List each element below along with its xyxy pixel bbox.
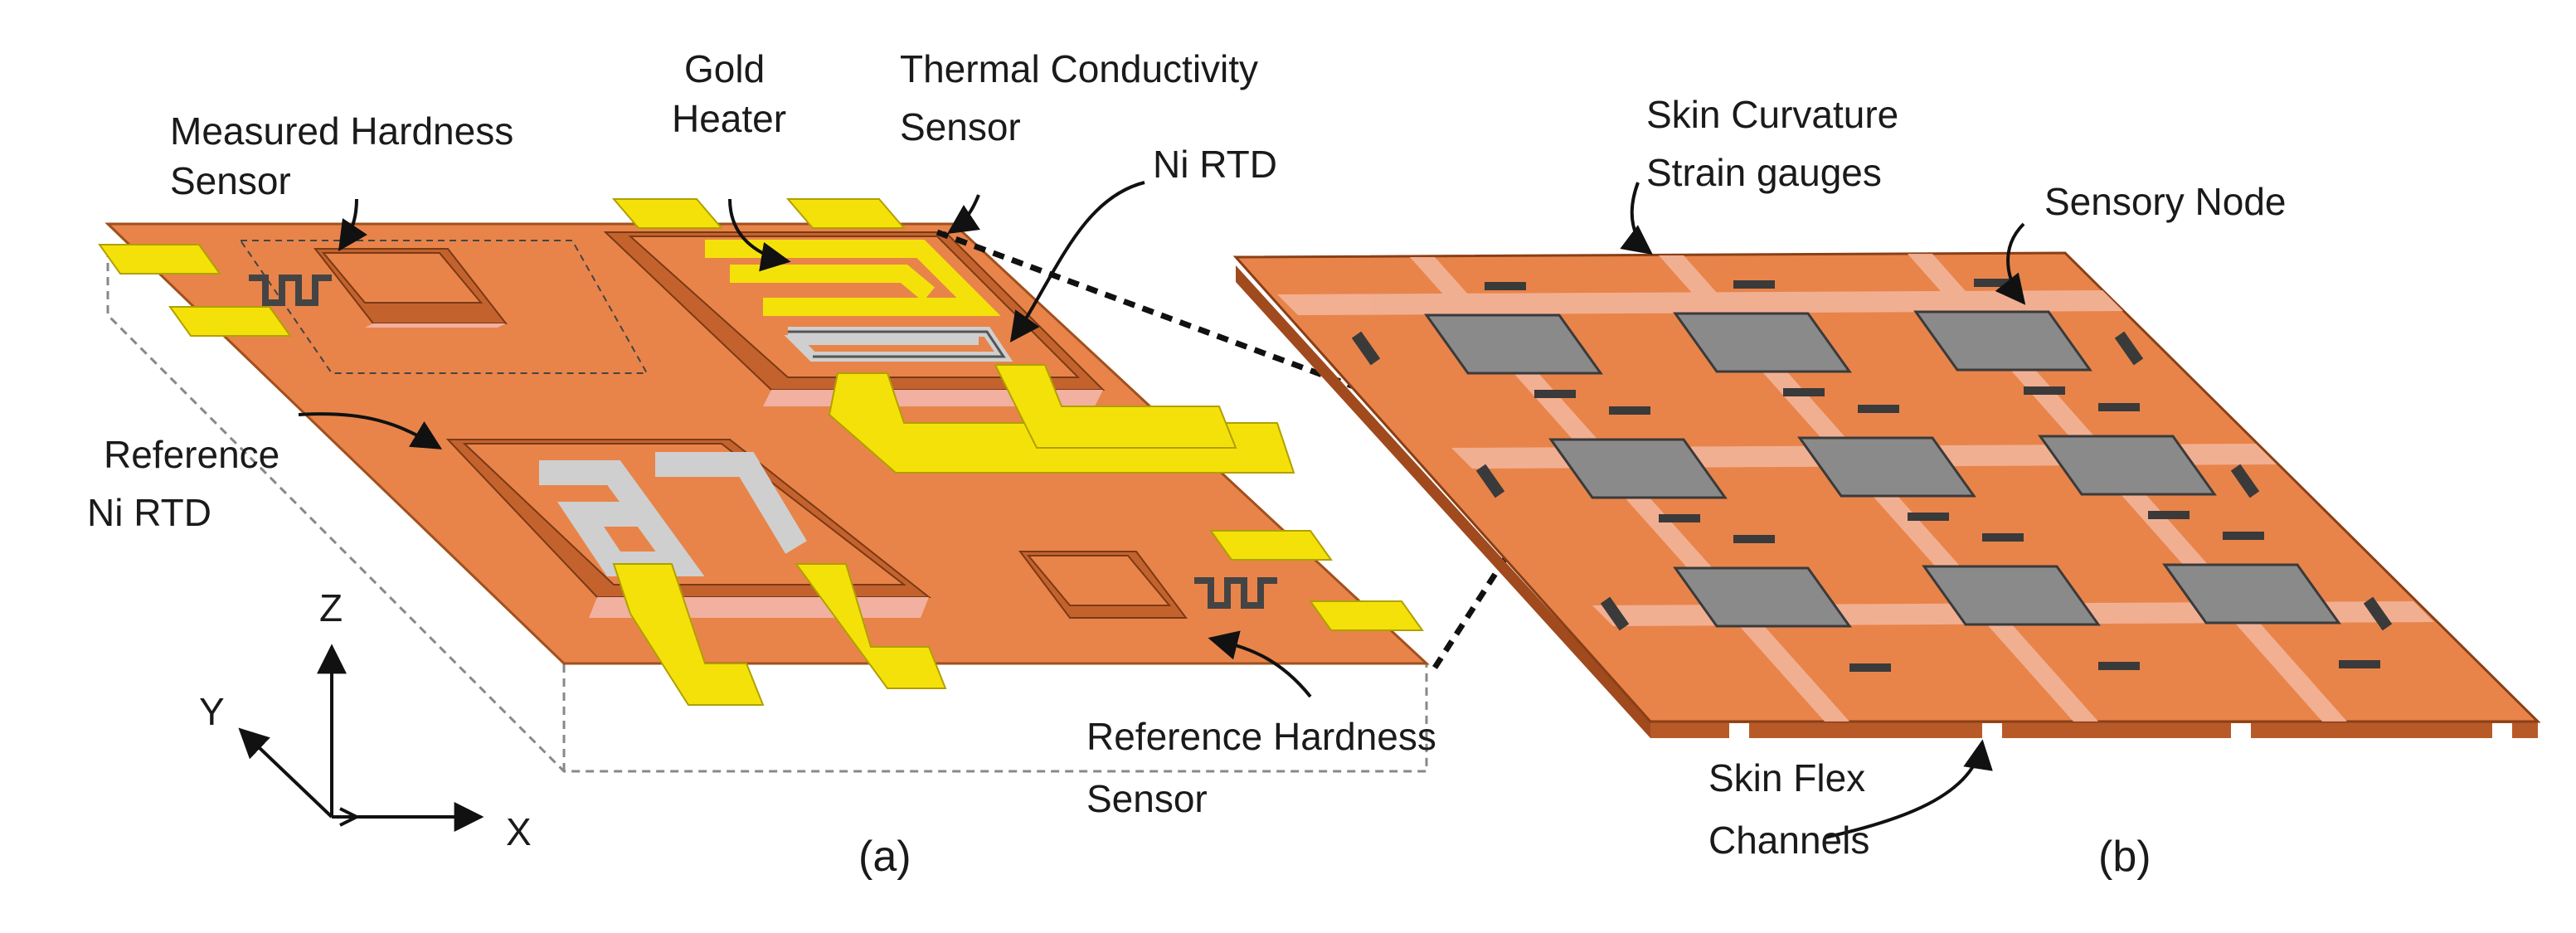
label-measured-hardness-line2: Sensor [170,159,291,202]
label-measured-hardness-line1: Measured Hardness [170,109,514,153]
label-sensory-node: Sensory Node [2044,180,2287,223]
label-thermal-line2: Sensor [900,105,1021,148]
axis-label-y: Y [199,690,225,733]
caption-panel-a: (a) [858,833,911,881]
sensory-node [2162,563,2341,624]
flex-channels [1729,723,2512,738]
sensory-node [1922,565,2101,626]
substrate-outline [106,249,1428,773]
label-skin-curvature-line2: Strain gauges [1646,151,1882,194]
label-gold-heater-line1: Gold [684,47,766,90]
label-ni-rtd: Ni RTD [1153,143,1277,186]
axis-label-z: Z [319,586,343,629]
label-gold-heater-line2: Heater [672,97,787,140]
panel-b [1232,182,2541,839]
label-reference-rtd-line2: Ni RTD [87,491,211,534]
axis-label-x: X [506,810,532,853]
sensory-node [1913,310,2092,372]
sensory-node [1797,436,1976,498]
thermal-conductivity-sensor [603,198,1295,474]
sensory-node [2038,435,2217,496]
axis-triad [238,644,484,832]
leaders-b [1620,182,2026,839]
sensory-node [1424,313,1603,375]
skin-side-left [1236,265,1650,738]
strain-gauges [1351,279,2393,672]
label-reference-hardness-line2: Sensor [1086,777,1208,820]
sensory-node [1673,312,1852,373]
label-skin-curvature-line1: Skin Curvature [1646,93,1899,136]
skin-side-front [1650,722,2538,738]
label-skin-flex-line1: Skin Flex [1708,756,1866,799]
label-thermal-line1: Thermal Conductivity [900,47,1259,90]
measured-hardness-sensor [98,240,649,374]
panel-a [98,181,1611,832]
sensory-node [1673,566,1852,628]
sensory-node [1548,438,1728,499]
leaders-a [298,181,1312,698]
label-reference-rtd-line1: Reference [104,433,280,476]
reference-hardness-sensor [1018,530,1424,631]
label-reference-hardness-line1: Reference Hardness [1086,715,1436,758]
label-skin-flex-line2: Channels [1708,819,1870,862]
sensory-nodes [1424,310,2341,628]
reference-ni-rtd [445,439,947,706]
caption-panel-b: (b) [2098,833,2151,881]
